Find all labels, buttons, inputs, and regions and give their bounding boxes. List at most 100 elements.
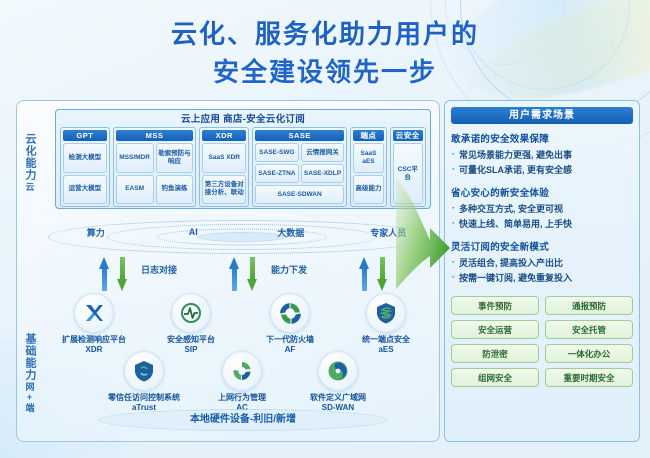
scenario-section-3: 灵活订阅的安全新模式 灵活组合, 提高投入产出比 按需一键订阅, 避免重复投入 (451, 239, 633, 286)
arrow-down-icon (377, 257, 388, 291)
product-name: 下一代防火墙 (266, 335, 314, 344)
cloud-cell[interactable]: SASE-ZTNA (255, 164, 299, 183)
cloud-cell[interactable]: 钓鱼演练 (155, 174, 194, 204)
scenario-tag[interactable]: 安全运营 (451, 320, 539, 339)
cloud-cell[interactable]: 勒索预防与响应 (155, 143, 194, 173)
scenario-tag[interactable]: 一体化办公 (545, 344, 633, 363)
cloud-column-xdr[interactable]: XDR SaaS XDR 第三方设备对接分析、联动 (199, 127, 250, 207)
ring-core (197, 232, 287, 242)
side-label-base: 基础能力 网+端 (22, 333, 38, 413)
capability-label: 算力 (86, 227, 105, 238)
title-line-2: 安全建设领先一步 (212, 56, 437, 87)
sdwan-icon (318, 351, 358, 391)
column-header: GPT (63, 130, 107, 141)
af-icon (270, 293, 310, 333)
product-name: 统一端点安全 (362, 335, 410, 344)
scenario-tag[interactable]: 组网安全 (451, 368, 539, 387)
scenario-section-2: 省心安心的新安全体验 多种交互方式, 安全更可视 快速上线、简单易用, 上手快 (451, 185, 633, 232)
arrow-pair (229, 257, 258, 291)
atrust-icon (124, 351, 164, 391)
cloud-cell[interactable]: 检测大模型 (63, 143, 107, 173)
aes-icon (366, 293, 406, 333)
arrow-up-icon (99, 257, 110, 291)
sip-icon (171, 293, 211, 333)
section-item: 可量化SLA承诺, 更有安全感 (451, 162, 633, 178)
side-label-cloud-main: 云化能力 (24, 133, 36, 181)
cloud-cell[interactable]: EASM (115, 174, 154, 204)
cloud-app-store-title: 云上应用 商店-安全云化订阅 (180, 114, 305, 125)
column-header: 云安全 (392, 130, 423, 141)
product-sip[interactable]: 安全感知平台 SIP (148, 293, 234, 355)
scenario-section-1: 敢承诺的安全效果保障 常见场景能力更强, 避免出事 可量化SLA承诺, 更有安全… (451, 131, 633, 178)
scenario-tag[interactable]: 事件预防 (451, 296, 539, 315)
caption-text: 本地硬件设备-利旧/新增 (189, 414, 297, 425)
section-item: 常见场景能力更强, 避免出事 (451, 147, 633, 163)
capability-ring: 算力 AI 大数据 专家人员 (47, 219, 437, 255)
cloud-column-gpt[interactable]: GPT 检测大模型 运营大模型 (60, 127, 110, 207)
cloud-column-mss[interactable]: MSS MSS/MDR 勒索预防与响应 EASM 钓鱼演练 (112, 127, 197, 207)
product-af[interactable]: 下一代防火墙 AF (247, 293, 333, 355)
section-item: 灵活组合, 提高投入产出比 (451, 255, 633, 271)
product-name: 上网行为管理 (218, 393, 266, 402)
column-header: 端点 (353, 130, 384, 141)
scenario-tag[interactable]: 防泄密 (451, 344, 539, 363)
product-name: 安全感知平台 (167, 335, 215, 344)
cloud-column-cloud-security[interactable]: 云安全 CSC平台 (389, 127, 426, 207)
data-flow-arrows: 日志对接 能力下发 (47, 253, 437, 297)
capability-label: 专家人员 (370, 227, 407, 238)
product-aes[interactable]: 统一端点安全 aES (343, 293, 429, 355)
arrow-down-icon (117, 257, 128, 291)
cloud-cell[interactable]: 运营大模型 (63, 174, 107, 204)
cloud-cell[interactable]: 云情报网关 (300, 143, 345, 162)
product-xdr[interactable]: 扩展检测响应平台 XDR (51, 293, 137, 355)
cloud-column-sase[interactable]: SASE SASE-SWG 云情报网关 SASE-ZTNA SASE-XDLP … (252, 127, 348, 207)
column-header: XDR (202, 130, 247, 141)
arrow-label-capability: 能力下发 (271, 265, 308, 275)
cloud-cell[interactable]: SaaS aES (353, 143, 384, 173)
product-sdwan[interactable]: 软件定义广域网 SD-WAN (295, 351, 381, 413)
section-item: 按需一键订阅, 避免重复投入 (451, 270, 633, 286)
product-abbr: SD-WAN (321, 403, 355, 412)
scenario-tag[interactable]: 安全托管 (545, 320, 633, 339)
cloud-cell[interactable]: SaaS XDR (202, 143, 247, 173)
cloud-column-endpoint[interactable]: 端点 SaaS aES 高级能力 (350, 127, 387, 207)
column-header: SASE (255, 130, 345, 141)
architecture-panel: 云化能力 云 基础能力 网+端 云上应用 商店-安全云化订阅 GPT 检测大模型… (16, 100, 440, 442)
cloud-cell[interactable]: SASE-SWG (255, 143, 299, 162)
product-abbr: aES (378, 345, 394, 354)
section-title: 敢承诺的安全效果保障 (451, 134, 550, 145)
product-ac[interactable]: 上网行为管理 AC (199, 351, 285, 413)
section-title: 灵活订阅的安全新模式 (451, 242, 550, 253)
section-item: 快速上线、简单易用, 上手快 (451, 216, 633, 232)
side-label-base-main: 基础能力 (24, 333, 36, 381)
product-abbr: AC (236, 403, 248, 412)
side-label-cloud-sub: 云 (24, 182, 35, 192)
cloud-cell[interactable]: MSS/MDR (115, 143, 154, 173)
page-title: 云化、服务化助力用户的 安全建设领先一步 (0, 16, 650, 91)
arrow-up-icon (359, 257, 370, 291)
side-label-base-sub: 网+端 (24, 382, 35, 413)
capability-label: AI (188, 227, 198, 237)
arrow-down-icon (247, 257, 258, 291)
product-abbr: AF (284, 345, 296, 354)
cloud-cell[interactable]: 第三方设备对接分析、联动 (202, 174, 247, 204)
cloud-cell[interactable]: SASE-XDLP (300, 164, 345, 183)
cloud-cell[interactable]: SASE-SDWAN (255, 185, 345, 204)
side-label-cloud: 云化能力 云 (22, 133, 38, 192)
ac-icon (222, 351, 262, 391)
capability-label: 大数据 (277, 227, 305, 238)
product-icon-area: 扩展检测响应平台 XDR 安全感知平台 SIP 下一代防火墙 AF 统一端点安全… (51, 293, 437, 413)
hardware-caption: 本地硬件设备-利旧/新增 (55, 409, 431, 431)
panel-header: 用户需求场景 (451, 107, 633, 124)
product-name: 扩展检测响应平台 (62, 335, 126, 344)
scenario-tag[interactable]: 通报预防 (545, 296, 633, 315)
arrow-up-icon (229, 257, 240, 291)
ring-mid (107, 224, 377, 250)
arrow-label-log: 日志对接 (141, 265, 178, 275)
product-atrust[interactable]: 零信任访问控制系统aTrust (101, 351, 187, 413)
scenario-tag-grid: 事件预防 通报预防 安全运营 安全托管 防泄密 一体化办公 组网安全 重要时期安… (451, 296, 633, 387)
user-scenario-panel: 用户需求场景 敢承诺的安全效果保障 常见场景能力更强, 避免出事 可量化SLA承… (444, 100, 640, 442)
ring-inner (157, 228, 327, 246)
cloud-cell[interactable]: 高级能力 (353, 174, 384, 204)
scenario-tag[interactable]: 重要时期安全 (545, 368, 633, 387)
